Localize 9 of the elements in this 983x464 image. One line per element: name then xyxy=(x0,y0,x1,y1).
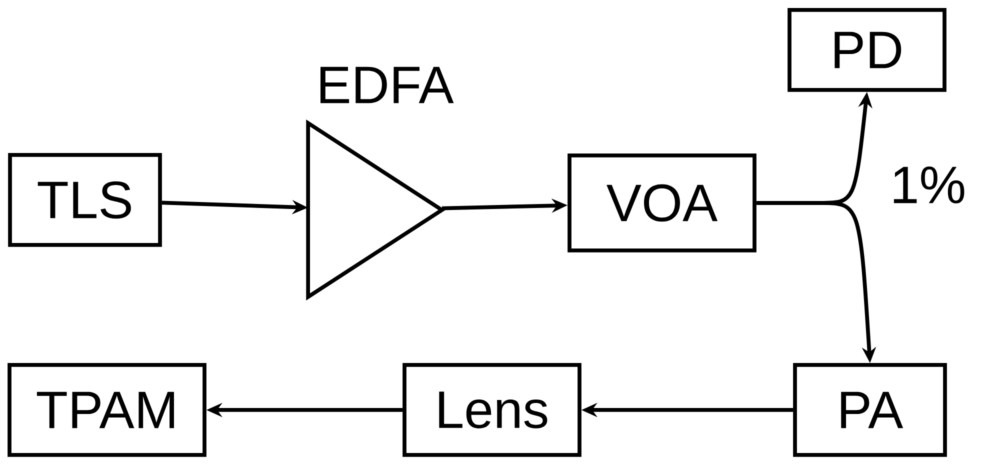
process-box: Lens xyxy=(402,363,582,457)
process-box: PD xyxy=(788,8,946,92)
amplifier-triangle: EDFA xyxy=(306,66,454,300)
process-box: VOA xyxy=(568,154,756,252)
edge-label: 1% xyxy=(888,164,968,206)
process-box: TLS xyxy=(8,153,162,247)
process-box: PA xyxy=(793,363,947,457)
node-label: EDFA xyxy=(320,66,454,104)
process-box: TPAM xyxy=(8,363,206,457)
